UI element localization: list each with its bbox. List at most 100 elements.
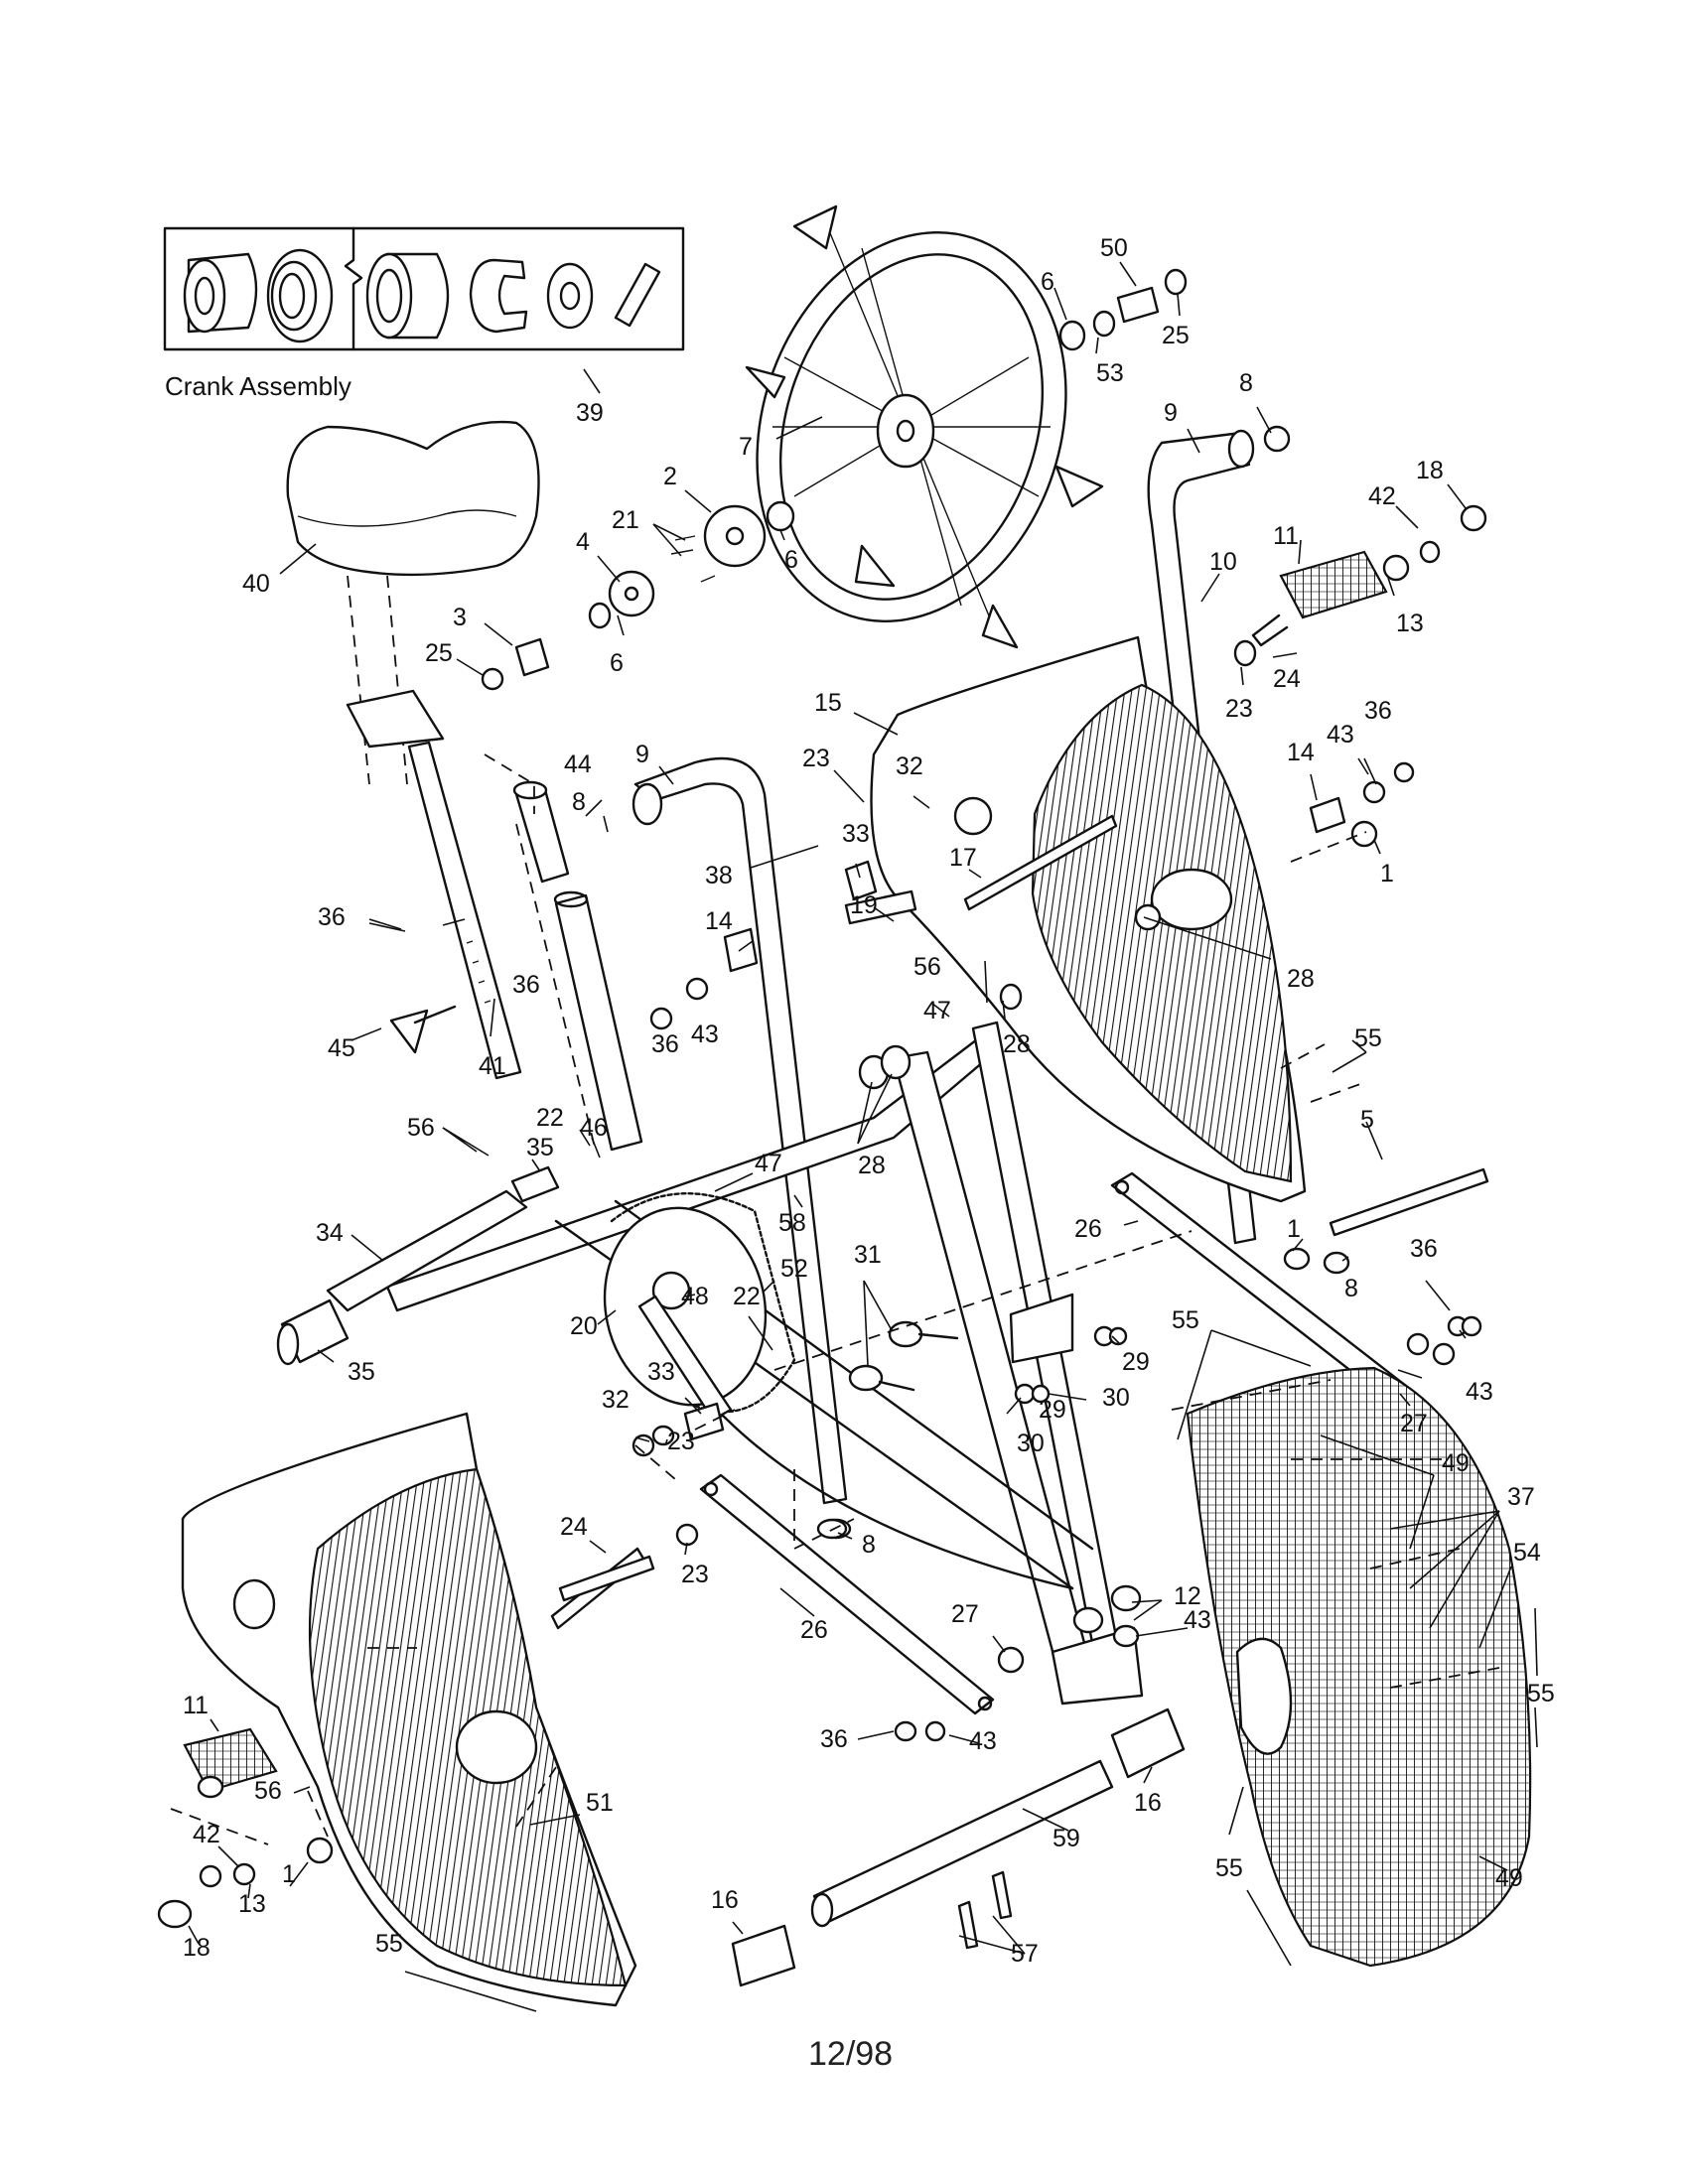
callout-31: 31 <box>854 1241 882 1269</box>
left-hardware <box>157 1837 334 1929</box>
link-arm-lower-part <box>699 1473 1025 1742</box>
callout-23: 23 <box>667 1428 695 1455</box>
pedal-right-part <box>1233 504 1487 667</box>
callout-47: 47 <box>755 1150 782 1177</box>
callout-14: 14 <box>1287 739 1315 766</box>
callout-30: 30 <box>1017 1430 1045 1457</box>
callout-43: 43 <box>969 1727 997 1755</box>
callout-7: 7 <box>739 433 753 461</box>
callout-9: 9 <box>635 741 649 768</box>
callout-36: 36 <box>820 1725 848 1753</box>
seat-tube-alignment <box>484 753 597 1153</box>
callout-58: 58 <box>778 1209 806 1237</box>
split-ring-icon <box>469 258 528 334</box>
callout-43: 43 <box>1184 1606 1211 1634</box>
callout-28: 28 <box>1287 965 1315 993</box>
callout-56: 56 <box>407 1114 435 1142</box>
callout-38: 38 <box>705 862 733 889</box>
callout-43: 43 <box>1327 721 1354 749</box>
crank-bushing-icon <box>183 252 258 334</box>
chain-drive-part <box>603 1192 796 1422</box>
callout-16: 16 <box>711 1886 739 1914</box>
callout-49: 49 <box>1442 1449 1470 1477</box>
link-arm-upper-part <box>1110 1171 1482 1402</box>
axle-parts <box>963 814 1489 1237</box>
callout-16: 16 <box>1134 1789 1162 1817</box>
callout-43: 43 <box>1466 1378 1493 1406</box>
seat-post-part <box>346 689 522 1080</box>
callout-21: 21 <box>612 506 639 534</box>
front-stabilizer-part <box>276 1165 560 1366</box>
callout-2: 2 <box>663 463 677 490</box>
callout-8: 8 <box>572 788 586 816</box>
callout-50: 50 <box>1100 234 1128 262</box>
callout-37: 37 <box>1507 1483 1535 1511</box>
main-frame-part <box>385 1021 1144 1706</box>
callout-12: 12 <box>1174 1582 1201 1610</box>
callout-55: 55 <box>375 1930 403 1958</box>
callout-30: 30 <box>1102 1384 1130 1412</box>
inset-frame <box>163 226 685 351</box>
callout-6: 6 <box>1041 268 1054 296</box>
callout-41: 41 <box>479 1052 506 1080</box>
callout-49: 49 <box>1495 1864 1523 1892</box>
fan-wheel-part <box>745 205 1104 649</box>
callout-4: 4 <box>576 528 590 556</box>
callout-33: 33 <box>842 820 870 848</box>
callout-25: 25 <box>425 639 453 667</box>
callout-1: 1 <box>1287 1215 1301 1243</box>
callout-43: 43 <box>691 1021 719 1048</box>
callout-36: 36 <box>318 903 346 931</box>
callout-3: 3 <box>453 604 467 631</box>
callout-57: 57 <box>1011 1940 1039 1968</box>
callout-39: 39 <box>576 399 604 427</box>
callout-55: 55 <box>1215 1854 1243 1882</box>
callout-47: 47 <box>923 997 951 1024</box>
callout-35: 35 <box>348 1358 375 1386</box>
callout-28: 28 <box>1003 1030 1031 1058</box>
callout-1: 1 <box>282 1860 296 1888</box>
inset-divider <box>344 226 363 351</box>
callout-24: 24 <box>560 1513 588 1541</box>
seat-part <box>286 420 540 577</box>
callout-14: 14 <box>705 907 733 935</box>
callout-10: 10 <box>1209 548 1237 576</box>
callout-56: 56 <box>913 953 941 981</box>
callout-56: 56 <box>254 1777 282 1805</box>
callout-25: 25 <box>1162 322 1190 349</box>
rear-stabilizer-part <box>731 1707 1186 1987</box>
callout-5: 5 <box>1360 1106 1374 1134</box>
callout-26: 26 <box>1074 1215 1102 1243</box>
inset-caption: Crank Assembly <box>165 371 351 401</box>
callout-35: 35 <box>526 1134 554 1161</box>
leader-lines <box>188 261 1538 2012</box>
callout-53: 53 <box>1096 359 1124 387</box>
callout-23: 23 <box>681 1561 709 1588</box>
callout-55: 55 <box>1172 1306 1199 1334</box>
seat-tube-part <box>512 780 643 1152</box>
callout-18: 18 <box>183 1934 210 1962</box>
right-hardware <box>1283 761 1469 1356</box>
callout-33: 33 <box>647 1358 675 1386</box>
pedal-left-part <box>183 1555 655 1799</box>
adjust-knob-part <box>389 1005 457 1054</box>
callout-26: 26 <box>800 1616 828 1644</box>
right-alignment <box>1280 831 1367 1103</box>
callout-46: 46 <box>580 1114 608 1142</box>
callout-27: 27 <box>951 1600 979 1628</box>
page-date-code: 12/98 <box>808 2035 893 2073</box>
callout-42: 42 <box>193 1821 220 1848</box>
callout-28: 28 <box>858 1152 886 1179</box>
callout-9: 9 <box>1164 399 1178 427</box>
callout-23: 23 <box>1225 695 1253 723</box>
washer-icon <box>546 262 594 330</box>
callout-labels: 50 6 53 25 8 9 18 42 11 10 13 24 23 7 2 … <box>183 234 1555 1968</box>
callout-24: 24 <box>1273 665 1301 693</box>
callout-51: 51 <box>586 1789 614 1817</box>
callout-8: 8 <box>862 1531 876 1559</box>
callout-11: 11 <box>1273 522 1299 550</box>
callout-32: 32 <box>602 1386 630 1414</box>
callout-6: 6 <box>784 546 798 574</box>
cover-alignment <box>1171 1379 1500 1689</box>
